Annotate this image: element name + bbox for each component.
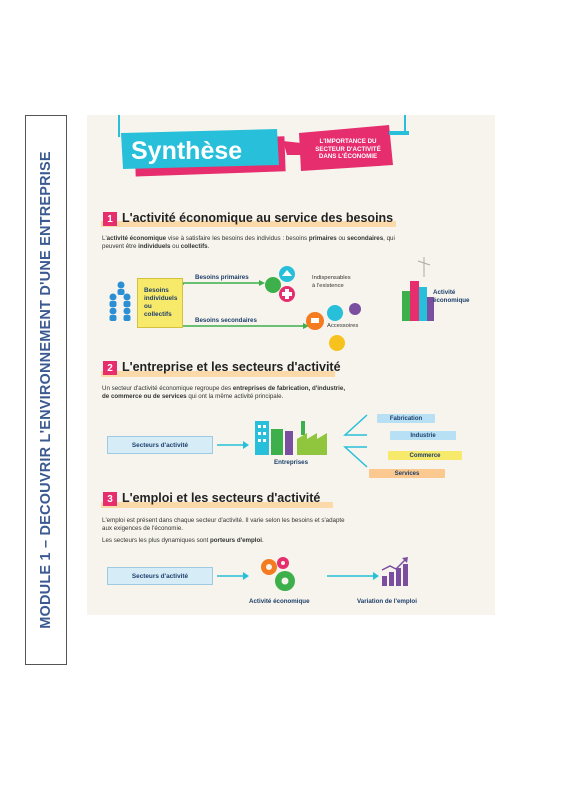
activite-economique-label-2: Activité économique: [249, 598, 310, 605]
text-part: , qui peuvent être: [102, 235, 395, 251]
text-part: ou: [170, 243, 181, 251]
tag-industrie: Industrie: [390, 431, 456, 440]
banner-graphic: [118, 115, 409, 177]
section2-title: L'entreprise et les secteurs d'activité: [122, 360, 341, 374]
growth-chart-icon: [381, 557, 408, 586]
section1-number: 1: [103, 212, 117, 226]
branch-arrows-icon: [343, 414, 368, 468]
text-part: entreprises de fabrication, d'industrie,: [232, 385, 346, 392]
tag-fabrication: Fabrication: [377, 414, 435, 423]
arrow-icon: [217, 441, 249, 449]
text-part: qui ont la même activité principale.: [186, 393, 284, 401]
section3-number: 3: [103, 492, 117, 506]
text-part: secondaires: [347, 235, 384, 242]
secondary-needs-icons: [306, 303, 361, 351]
secteurs-activite-box-2: Secteurs d'activité: [107, 567, 213, 585]
section3-text: L'emploi est présent dans chaque secteur…: [102, 517, 422, 546]
banner-subtitle-line: L'IMPORTANCE DU: [319, 138, 377, 145]
section3-line: aux exigences de l'économie.: [102, 525, 183, 533]
besoins-box-line: individuels: [144, 295, 178, 302]
section2-text: Un secteur d'activité économique regroup…: [102, 385, 422, 401]
text-part: activité économique: [106, 235, 167, 242]
banner-subtitle-line: DANS L'ÉCONOMIE: [318, 153, 378, 161]
indispensables-line: Indispensables: [312, 275, 351, 281]
module-sidebar-frame: [25, 115, 67, 665]
text-part: vise à satisfaire les besoins des indivi…: [166, 235, 309, 242]
text-part: Les secteurs les plus dynamiques sont: [102, 537, 210, 545]
primary-needs-icons: [265, 266, 295, 302]
secteurs-activite-box: Secteurs d'activité: [107, 436, 213, 454]
entreprises-label: Entreprises: [274, 459, 309, 466]
banner-title: Synthèse: [131, 137, 243, 165]
text-part: Un secteur d'activité économique regroup…: [102, 385, 233, 392]
arrow-icon: [217, 572, 249, 580]
section3-title: L'emploi et les secteurs d'activité: [122, 491, 321, 505]
text-part: porteurs d'emploi: [210, 537, 263, 545]
variation-emploi-label: Variation de l'emploi: [357, 598, 417, 605]
text-part: .: [262, 537, 264, 545]
accessoires-label: Accessoires: [327, 323, 359, 329]
text-part: L': [102, 235, 107, 242]
indispensables-line: à l'existence: [312, 282, 344, 289]
tag-commerce: Commerce: [388, 451, 462, 460]
people-icon: [109, 281, 131, 321]
text-part: de commerce ou de services: [102, 393, 187, 401]
besoins-box: Besoins individuels ou collectifs: [137, 278, 183, 328]
besoins-box-line: collectifs: [144, 311, 172, 318]
section1-title: L'activité économique au service des bes…: [122, 211, 394, 225]
activite-line: économique: [433, 296, 470, 304]
section3-line: Les secteurs les plus dynamiques sont po…: [102, 537, 422, 545]
city-icon: [402, 257, 434, 321]
banner-subtitle: L'IMPORTANCE DU SECTEUR D'ACTIVITÉ DANS …: [307, 138, 389, 161]
besoins-box-line: ou: [144, 303, 152, 310]
besoins-box-line: Besoins: [144, 287, 169, 294]
section2-title-underline: [101, 371, 335, 377]
text-part: .: [207, 243, 210, 251]
besoins-primaires-label: Besoins primaires: [195, 274, 249, 281]
activite-economique-label: Activité économique: [433, 289, 469, 305]
section1-title-underline: [101, 221, 396, 227]
indispensables-label: Indispensables à l'existence: [312, 275, 351, 290]
text-part: collectifs: [180, 243, 208, 251]
section3-line: L'emploi est présent dans chaque secteur…: [102, 517, 345, 524]
module-title: MODULE 1 – DECOUVRIR L'ENVIRONNEMENT D'U…: [38, 151, 54, 629]
tag-services: Services: [369, 469, 445, 478]
factory-buildings-icon: [255, 421, 327, 455]
synthese-panel: Synthèse L'IMPORTANCE DU SECTEUR D'ACTIV…: [87, 115, 495, 615]
besoins-secondaires-label: Besoins secondaires: [195, 317, 257, 324]
banner-subtitle-line: SECTEUR D'ACTIVITÉ: [315, 145, 381, 153]
section3-title-underline: [101, 502, 333, 508]
text-part: primaires: [308, 235, 337, 242]
activite-line: Activité: [433, 289, 456, 296]
text-part: individuels: [138, 243, 171, 251]
section2-number: 2: [103, 361, 117, 375]
section1-arrows: [183, 280, 309, 329]
section1-text: L'activité économique vise à satisfaire …: [102, 235, 402, 251]
gears-icon: [261, 557, 295, 591]
text-part: ou: [336, 235, 348, 242]
arrow-icon: [327, 572, 379, 580]
